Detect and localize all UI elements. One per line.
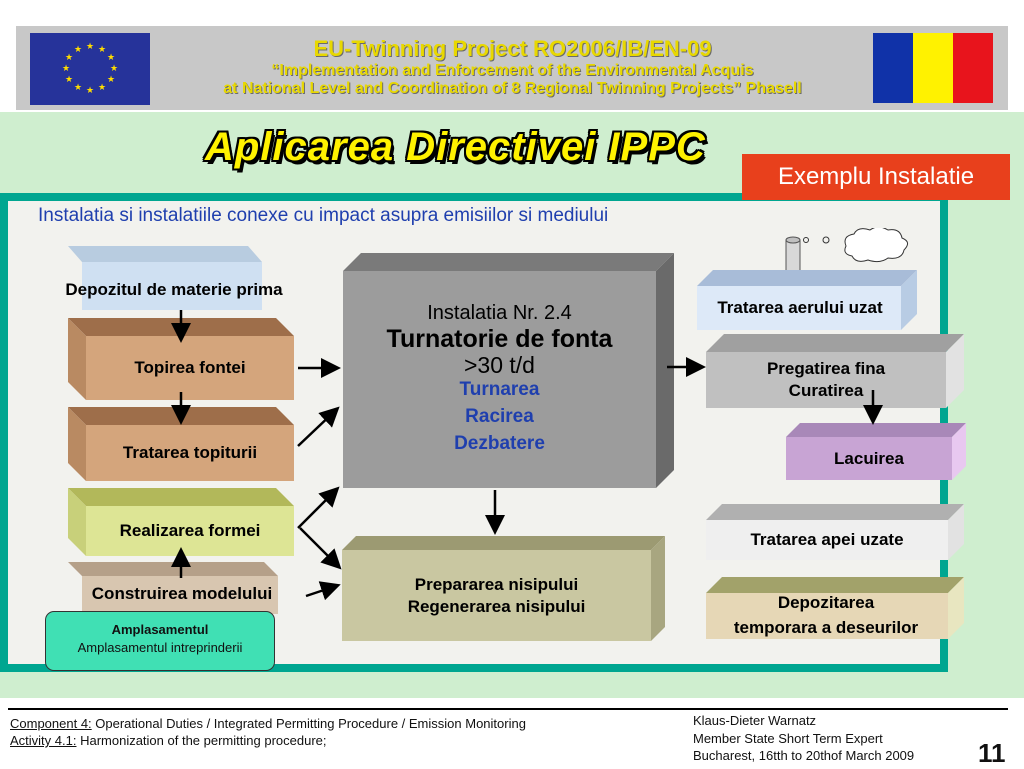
depozitarea-line2: temporara a deseurilor bbox=[733, 618, 919, 637]
depozitarea-line1: Depozitarea bbox=[777, 593, 875, 612]
box-sand: Prepararea nisipului Regenerarea nisipul… bbox=[342, 536, 665, 641]
pregatirea-line1: Pregatirea fina bbox=[766, 359, 886, 378]
box-main-installation: Instalatia Nr. 2.4 Turnatorie de fonta >… bbox=[343, 253, 674, 488]
box-depozit bbox=[68, 246, 262, 310]
svg-text:★: ★ bbox=[62, 64, 70, 74]
main-capacity: >30 t/d bbox=[464, 352, 535, 378]
eu-flag-icon: ★★★ ★★★ ★★★ ★★★ bbox=[30, 33, 150, 105]
footer-component-label: Component 4: bbox=[10, 716, 92, 731]
footer-role: Member State Short Term Expert bbox=[693, 731, 883, 746]
main-name: Turnatorie de fonta bbox=[386, 325, 613, 353]
footer-activity-text: Harmonization of the permitting procedur… bbox=[76, 733, 327, 748]
pregatirea-line2: Curatirea bbox=[788, 381, 864, 400]
svg-text:★: ★ bbox=[74, 45, 82, 55]
footer-author: Klaus-Dieter Warnatz bbox=[693, 713, 817, 728]
example-badge: Exemplu Instalatie bbox=[742, 154, 1010, 200]
svg-text:★: ★ bbox=[98, 45, 106, 55]
svg-text:★: ★ bbox=[65, 75, 73, 85]
main-op-dezbatere: Dezbatere bbox=[454, 433, 545, 454]
main-op-racirea: Racirea bbox=[465, 406, 534, 427]
svg-text:★: ★ bbox=[107, 75, 115, 85]
project-subtitle-line2: at National Level and Coordination of 8 … bbox=[223, 80, 802, 97]
box-lacuire-label: Lacuirea bbox=[786, 437, 952, 480]
box-aer bbox=[697, 270, 917, 330]
header-banner bbox=[16, 26, 1008, 110]
box-lacuire: Lacuirea bbox=[786, 423, 966, 480]
svg-text:★: ★ bbox=[110, 64, 118, 74]
box-pregatirea: Pregatirea fina Curatirea bbox=[706, 334, 964, 408]
box-apa-label: Tratarea apei uzate bbox=[706, 520, 948, 560]
box-construirea bbox=[68, 562, 278, 614]
box-depozit-label: Depozitul de materie prima bbox=[65, 280, 283, 299]
svg-text:★: ★ bbox=[74, 83, 82, 93]
site-title: Amplasamentul bbox=[111, 622, 209, 637]
site-text: Amplasamentul intreprinderii bbox=[77, 640, 243, 655]
box-topirea: Topirea fontei bbox=[68, 318, 294, 400]
footer-divider bbox=[8, 708, 1008, 710]
svg-text:★: ★ bbox=[65, 53, 73, 63]
sand-line2: Regenerarea nisipului bbox=[407, 596, 586, 616]
project-title: EU-Twinning Project RO2006/IB/EN-09 bbox=[313, 36, 712, 61]
romania-flag-icon bbox=[873, 33, 993, 103]
svg-text:★: ★ bbox=[86, 42, 94, 52]
sand-line1: Prepararea nisipului bbox=[414, 574, 579, 594]
box-apa: Tratarea apei uzate bbox=[706, 504, 964, 560]
svg-text:★: ★ bbox=[98, 83, 106, 93]
slide-title: Aplicarea Directivei IPPC bbox=[205, 125, 706, 169]
box-depozitarea-label: Depozitarea temporara a deseurilor bbox=[690, 590, 962, 640]
svg-text:★: ★ bbox=[86, 86, 94, 96]
project-subtitle-line1: “Implementation and Enforcement of the E… bbox=[271, 62, 754, 79]
footer-activity-label: Activity 4.1: bbox=[10, 733, 77, 748]
main-number: Instalatia Nr. 2.4 bbox=[427, 302, 572, 324]
footer-component: Component 4: Operational Duties / Integr… bbox=[10, 716, 526, 731]
page-number: 11 bbox=[978, 738, 1006, 768]
box-depozitarea bbox=[706, 577, 964, 639]
diagram-subtitle: Instalatia si instalatiile conexe cu imp… bbox=[38, 205, 609, 226]
box-topirea-label: Topirea fontei bbox=[86, 336, 294, 400]
site-box: Amplasamentul Amplasamentul intreprinder… bbox=[45, 611, 275, 671]
svg-text:★: ★ bbox=[107, 53, 115, 63]
box-tratarea-topiturii-label: Tratarea topiturii bbox=[86, 425, 294, 481]
footer-place-date: Bucharest, 16tth to 20thof March 2009 bbox=[693, 748, 915, 763]
footer-component-text: Operational Duties / Integrated Permitti… bbox=[91, 716, 526, 731]
box-construirea-label: Construirea modelului bbox=[91, 584, 273, 603]
main-op-turnarea: Turnarea bbox=[459, 379, 540, 400]
box-aer-label: Tratarea aerului uzat bbox=[717, 298, 883, 317]
footer-activity: Activity 4.1: Harmonization of the permi… bbox=[10, 733, 326, 748]
